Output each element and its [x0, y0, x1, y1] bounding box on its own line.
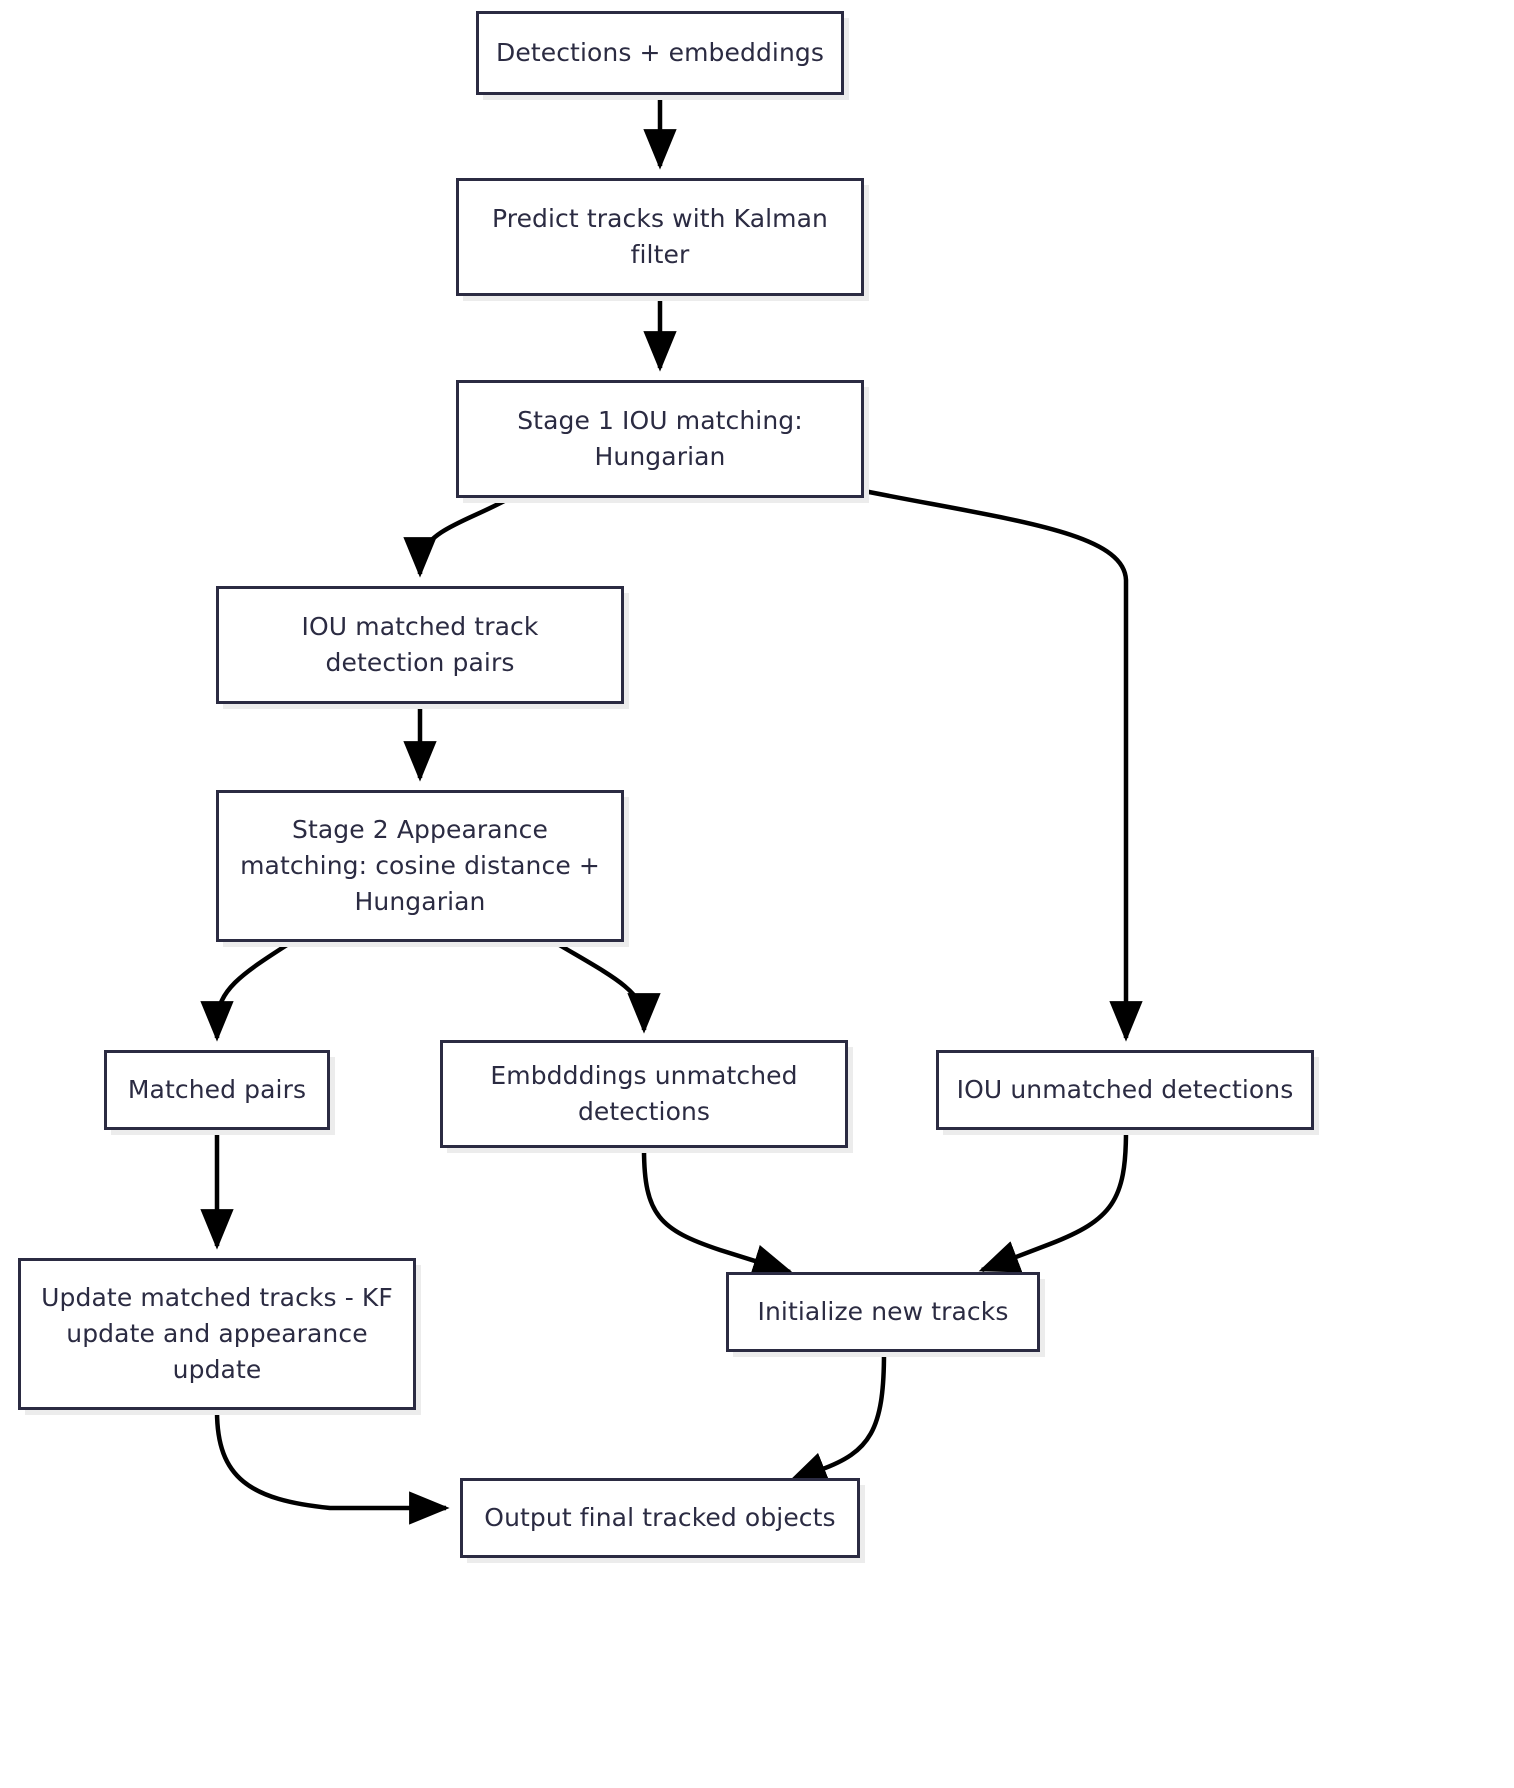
edge-emb-unmatched-to-init [641, 1148, 794, 1277]
node-stage1-iou-matching-label: Stage 1 IOU matching: Hungarian [517, 405, 803, 471]
node-iou-matched-pairs-label: IOU matched track detection pairs [301, 611, 539, 677]
node-stage2-appearance-matching-label: Stage 2 Appearance matching: cosine dist… [240, 814, 600, 917]
node-update-matched-tracks[interactable]: Update matched tracks - KF update and ap… [18, 1258, 416, 1410]
node-update-matched-tracks-label: Update matched tracks - KF update and ap… [41, 1282, 393, 1385]
node-stage2-appearance-matching[interactable]: Stage 2 Appearance matching: cosine dist… [216, 790, 624, 942]
edge-iou-unmatched-to-init [978, 1130, 1129, 1273]
node-output-final-tracked-objects-label: Output final tracked objects [484, 1502, 836, 1532]
node-iou-unmatched-detections-label: IOU unmatched detections [956, 1074, 1294, 1104]
edge-stage1-to-iou-matched [403, 497, 510, 578]
node-embeddings-unmatched-detections[interactable]: Embdddings unmatched detections [440, 1040, 848, 1148]
node-matched-pairs-label: Matched pairs [127, 1074, 307, 1104]
node-initialize-new-tracks-label: Initialize new tracks [757, 1296, 1009, 1326]
node-matched-pairs[interactable]: Matched pairs [104, 1050, 330, 1130]
edge-stage2-to-matched-pairs [200, 941, 292, 1042]
node-detections-label: Detections + embeddings [495, 37, 825, 67]
edge-stage1-to-iou-unmatched [863, 488, 1143, 1042]
node-output-final-tracked-objects[interactable]: Output final tracked objects [460, 1478, 860, 1558]
node-iou-unmatched-detections[interactable]: IOU unmatched detections [936, 1050, 1314, 1130]
node-detections[interactable]: Detections + embeddings [476, 11, 844, 95]
edge-update-to-output [214, 1410, 450, 1525]
node-initialize-new-tracks[interactable]: Initialize new tracks [726, 1272, 1040, 1352]
node-predict-tracks-label: Predict tracks with Kalman filter [492, 203, 828, 269]
node-iou-matched-pairs[interactable]: IOU matched track detection pairs [216, 586, 624, 704]
node-embeddings-unmatched-detections-label: Embdddings unmatched detections [490, 1060, 798, 1126]
edge-stage2-to-emb-unmatched [554, 941, 661, 1034]
node-stage1-iou-matching[interactable]: Stage 1 IOU matching: Hungarian [456, 380, 864, 498]
node-predict-tracks[interactable]: Predict tracks with Kalman filter [456, 178, 864, 296]
edge-init-to-output [786, 1352, 887, 1485]
